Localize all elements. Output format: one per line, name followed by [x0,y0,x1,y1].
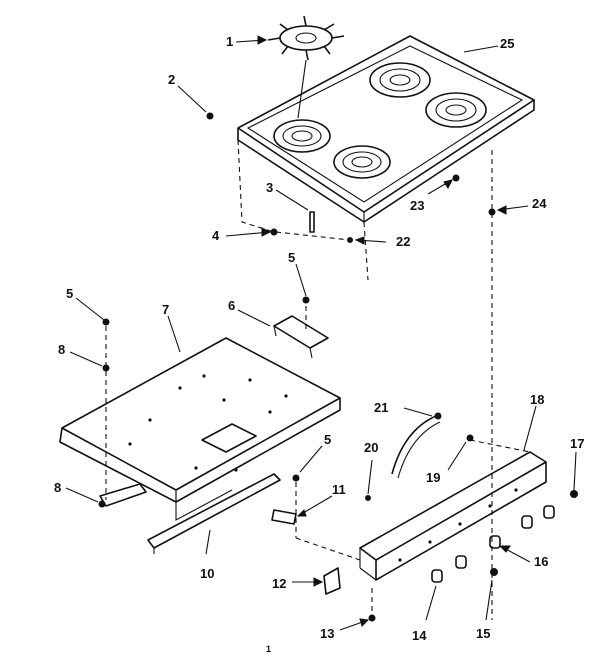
label-part-5-top: 5 [288,250,295,265]
label-part-5-mid: 5 [324,432,331,447]
burner-back-left [369,62,431,98]
label-part-18: 18 [530,392,544,407]
label-part-14: 14 [412,628,427,643]
label-part-13: 13 [320,626,334,641]
label-part-17: 17 [570,436,584,451]
label-part-5-left: 5 [66,286,73,301]
footer-mark: 1 [266,644,271,654]
label-part-24: 24 [532,196,547,211]
burner-back-right [425,92,487,128]
burner-box-part [59,337,341,521]
label-part-15: 15 [476,626,490,641]
orifice-fittings [431,505,555,583]
label-part-1: 1 [226,34,233,49]
burner-front-right [333,145,391,179]
bracket-6-part [273,315,329,359]
label-part-19: 19 [426,470,440,485]
label-part-20: 20 [364,440,378,455]
label-part-23: 23 [410,198,424,213]
rail-10-part [147,473,281,554]
label-part-22: 22 [396,234,410,249]
label-part-11: 11 [332,482,346,497]
clip-11-part [271,509,297,525]
label-part-16: 16 [534,554,548,569]
part-labels: 1 2 25 3 4 22 23 24 5 5 6 7 8 8 5 10 11 … [54,34,584,654]
assembly-dash-lines [105,139,531,620]
label-part-4: 4 [212,228,220,243]
burner-cap-part [267,15,345,119]
burner-front-left [273,119,331,153]
manifold-rail-part [359,451,547,581]
label-part-3: 3 [266,180,273,195]
valve-12-part [323,567,341,595]
burner-grates [273,62,487,179]
label-part-21: 21 [374,400,388,415]
label-part-25: 25 [500,36,514,51]
bracket-9-part [99,483,147,507]
label-part-7: 7 [162,302,169,317]
label-part-8-bottom: 8 [54,480,61,495]
label-part-12: 12 [272,576,286,591]
fasteners [98,112,578,622]
label-part-10: 10 [200,566,214,581]
label-part-8-top: 8 [58,342,65,357]
label-part-2: 2 [168,72,175,87]
label-part-6: 6 [228,298,235,313]
tube-21-part [391,412,442,479]
arrowheads [257,35,511,627]
